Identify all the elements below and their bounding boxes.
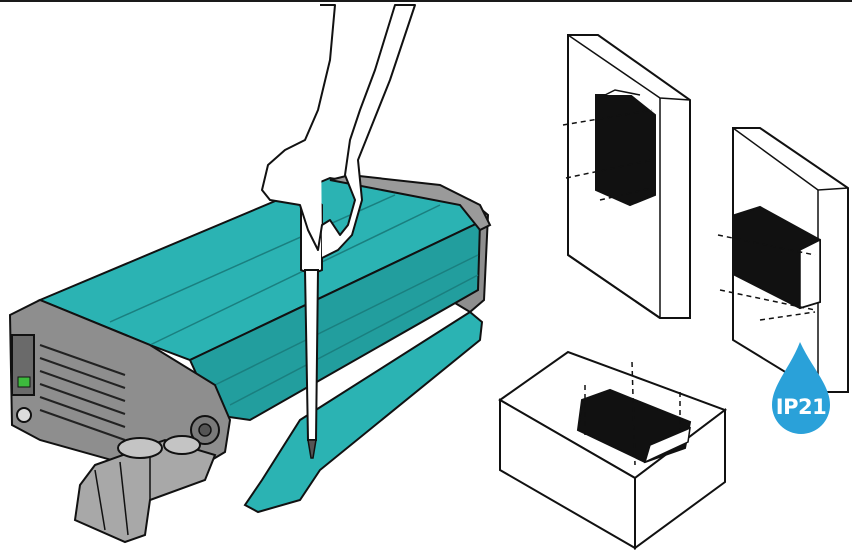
mounting-flange [243,310,484,514]
front-end-cap [8,298,232,472]
mounting-option-vertical [562,34,691,319]
ip-rating-label: IP21 [776,395,826,419]
ip21-badge: IP21 [772,342,830,434]
top-rule [0,0,852,2]
hand-icon [261,4,416,259]
floor-block-side [634,407,726,550]
mounting-option-floor [498,350,728,550]
inverter-mounting-illustration [8,4,492,544]
power-switch [17,376,31,388]
mounting-option-horizontal [717,127,849,393]
water-drop-icon [772,342,830,434]
front-vents [39,344,126,441]
